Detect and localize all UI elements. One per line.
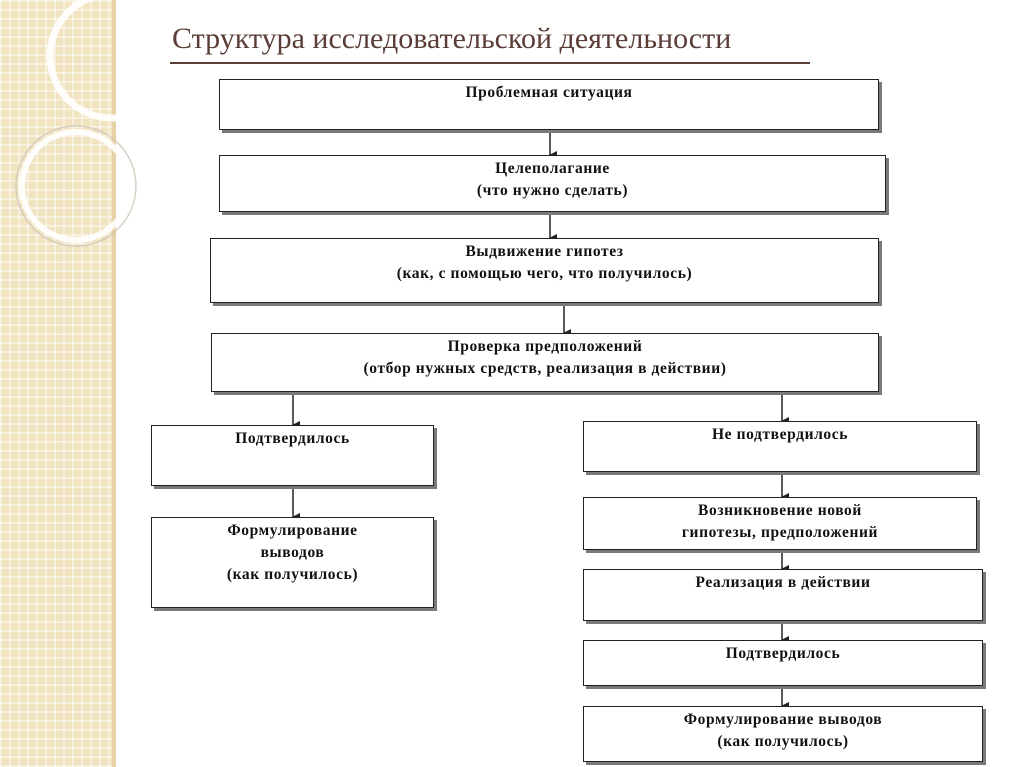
box-text-line: гипотезы, предположений <box>681 524 879 541</box>
box-text-line: Подтвердилось <box>725 645 841 662</box>
side-strip-edge <box>112 0 116 767</box>
box-text-line: Не подтвердилось <box>711 426 849 443</box>
box-text-line: Формулирование <box>227 522 358 539</box>
box-problem-situation: Проблемная ситуация <box>219 79 879 130</box>
page-title: Структура исследовательской деятельности <box>172 22 732 55</box>
box-conclusions-right: Формулирование выводов (как получилось) <box>583 706 983 762</box>
box-new-hypothesis: Возникновение новой гипотезы, предположе… <box>583 497 977 550</box>
box-text-line: выводов <box>260 544 325 561</box>
decorative-rings <box>15 0 140 247</box>
box-text-line: Возникновение новой <box>698 502 862 519</box>
box-text-line: Выдвижение гипотез <box>465 243 624 260</box>
box-confirmed-right: Подтвердилось <box>583 640 983 686</box>
box-text-line: Проверка предположений <box>447 338 643 355</box>
box-text-line: (отбор нужных средств, реализация в дейс… <box>363 360 727 377</box>
box-goal-setting: Целеполагание (что нужно сделать) <box>219 155 886 212</box>
box-text-line: Целеполагание <box>495 160 610 177</box>
box-hypothesis: Выдвижение гипотез (как, с помощью чего,… <box>210 238 879 303</box>
box-implementation: Реализация в действии <box>583 569 983 621</box>
box-check-assumptions: Проверка предположений (отбор нужных сре… <box>211 333 879 392</box>
title-underline <box>170 62 810 64</box>
box-confirmed: Подтвердилось <box>151 425 434 486</box>
box-not-confirmed: Не подтвердилось <box>583 421 977 472</box>
box-text-line: Формулирование выводов <box>683 711 883 728</box>
box-text-line: Подтвердилось <box>235 430 350 447</box>
box-text-line: (как получилось) <box>717 733 849 750</box>
box-text-line: (как, с помощью чего, что получилось) <box>396 265 693 282</box>
box-text-line: Реализация в действии <box>695 574 871 591</box>
box-text-line: Проблемная ситуация <box>465 84 633 101</box>
box-text-line: (как получилось) <box>226 566 359 583</box>
box-text-line: (что нужно сделать) <box>476 182 629 199</box>
box-conclusions-left: Формулирование выводов (как получилось) <box>151 517 434 608</box>
